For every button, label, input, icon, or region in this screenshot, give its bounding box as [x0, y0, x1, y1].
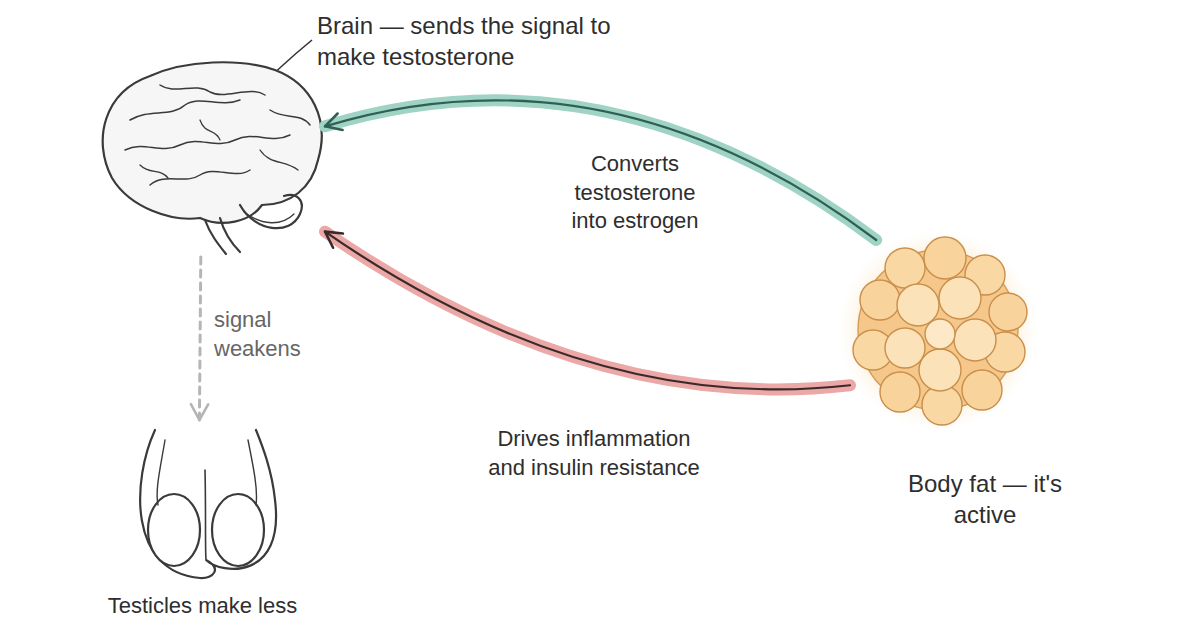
- edge-label: Converts testosterone into estrogen: [560, 150, 710, 236]
- arrow-head: [191, 404, 208, 420]
- body-fat-node: Body fat — it's active: [850, 240, 1025, 415]
- arrow-head: [325, 232, 343, 248]
- arrow-line: [325, 100, 876, 240]
- teal-arrow: [325, 100, 876, 240]
- testicles-illustration: [140, 430, 276, 578]
- arrow-line: [325, 232, 850, 390]
- testicles-node: Testicles make less: [125, 420, 280, 580]
- dashed-signal-arrow: [191, 257, 208, 420]
- arrow-line: [199, 257, 200, 420]
- red-arrow: [325, 232, 850, 390]
- node-label: Brain — sends the signal to make testost…: [317, 10, 617, 72]
- arrow-band: [325, 100, 876, 240]
- brain-illustration: [103, 62, 322, 254]
- node-label: Body fat — it's active: [905, 468, 1065, 530]
- node-label: Testicles make less: [85, 592, 320, 621]
- edge-label: Drives inflammation and insulin resistan…: [478, 425, 710, 482]
- arrow-head: [325, 114, 343, 131]
- arrow-band: [325, 232, 850, 390]
- brain-node: Brain — sends the signal to make testost…: [95, 62, 325, 257]
- fat-cell-illustration: [838, 230, 1038, 430]
- edge-label: signal weakens: [214, 306, 304, 363]
